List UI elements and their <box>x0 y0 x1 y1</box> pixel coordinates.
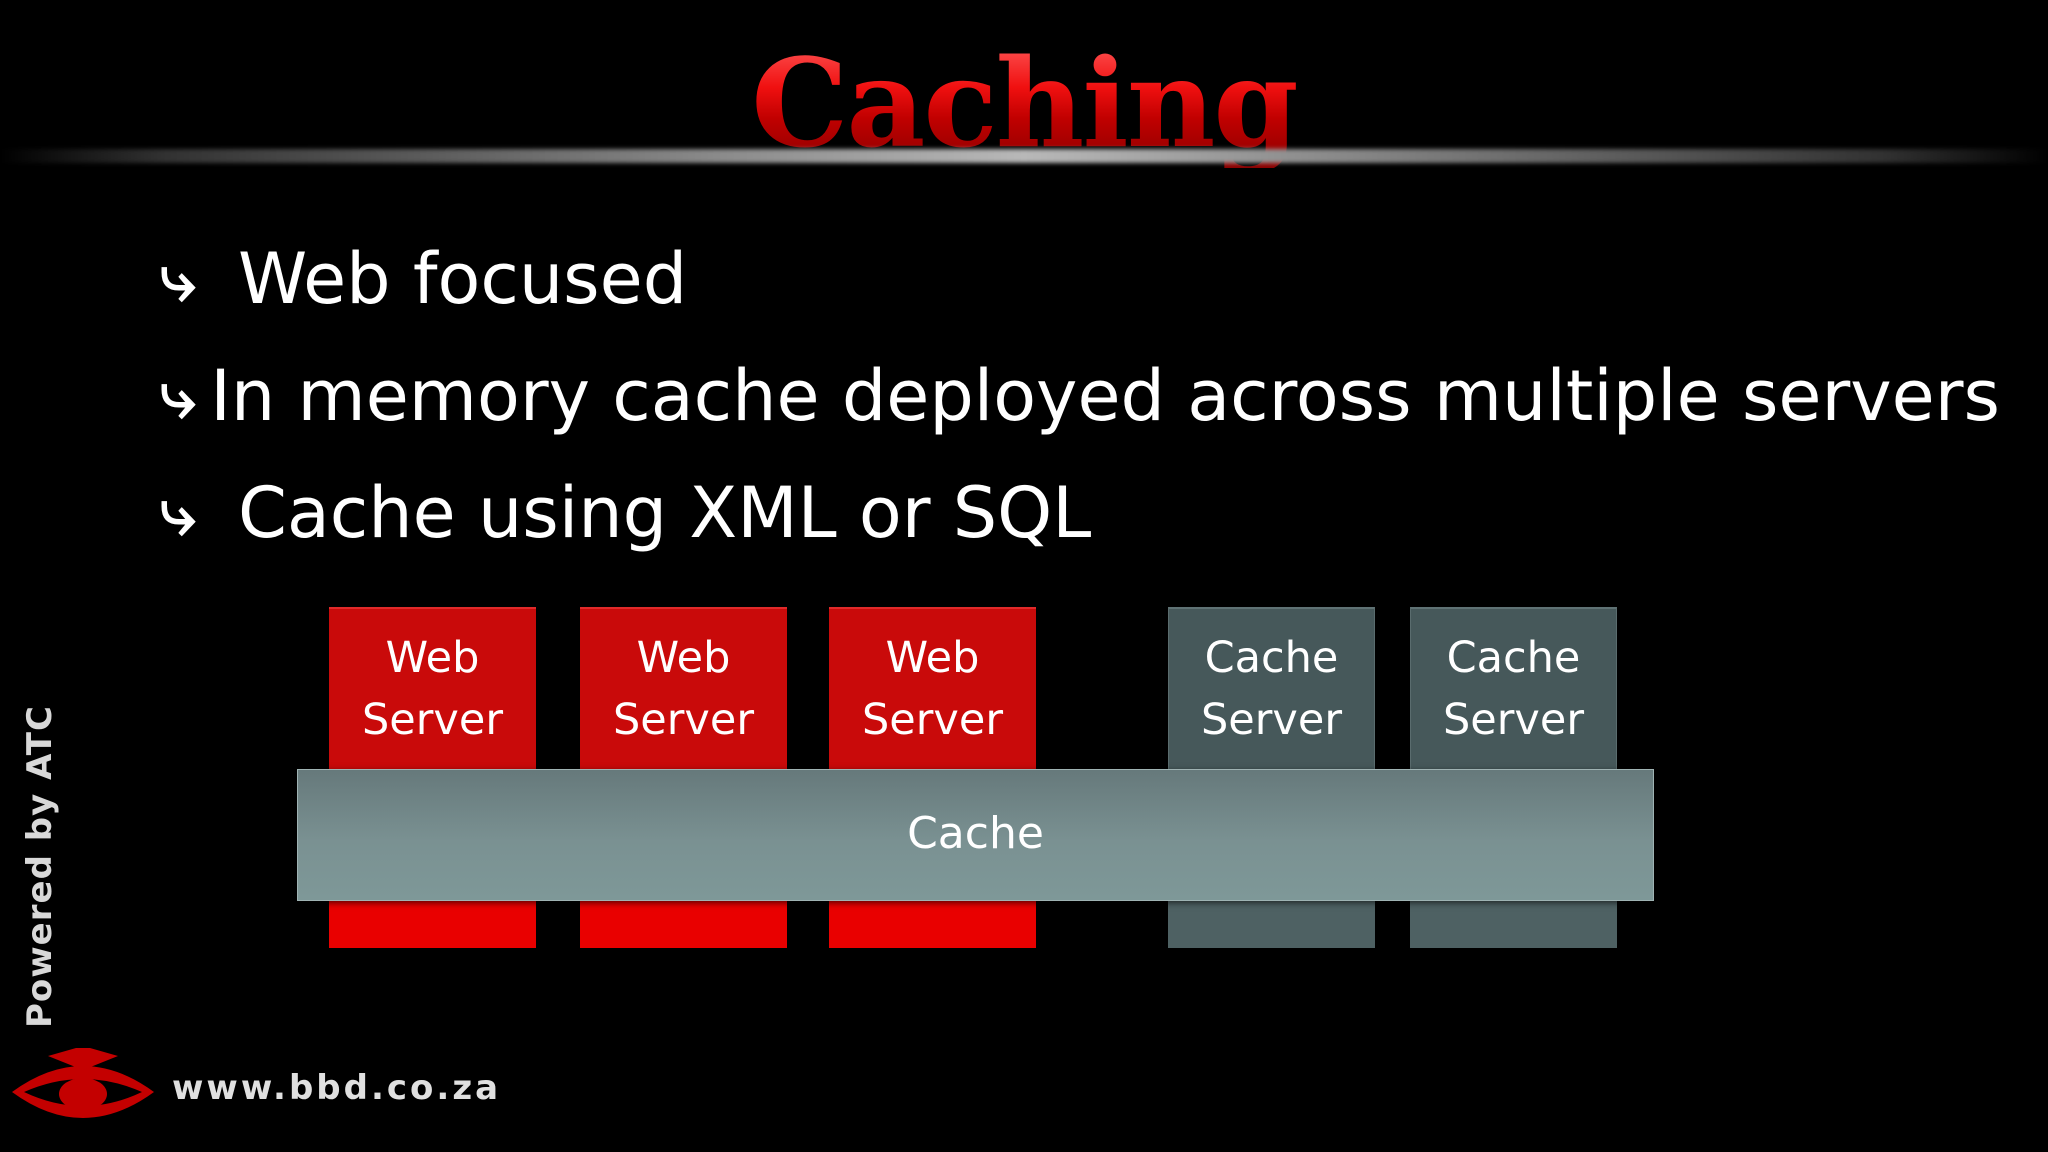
web-server-base <box>329 901 536 948</box>
cache-server-label: Cache Server <box>1200 633 1342 745</box>
curved-arrow-icon: ⤷ <box>160 241 196 316</box>
web-server-box: Web Server <box>580 607 787 769</box>
web-server-box: Web Server <box>329 607 536 769</box>
slide-title: Caching <box>0 38 2048 168</box>
cache-server-base <box>1410 901 1617 948</box>
cache-layer-label: Cache <box>907 808 1044 859</box>
bullet-item: ⤷ Cache using XML or SQL <box>160 454 2000 571</box>
curved-arrow-icon: ⤷ <box>160 475 196 550</box>
cache-server-box: Cache Server <box>1410 607 1617 769</box>
bullet-text: In memory cache deployed across multiple… <box>210 354 2000 437</box>
bbd-eye-logo-icon <box>12 1048 154 1118</box>
cache-server-label: Cache Server <box>1442 633 1584 745</box>
web-server-base <box>580 901 787 948</box>
bullet-text: Web focused <box>238 237 688 320</box>
title-divider <box>0 149 2048 163</box>
web-server-label: Web Server <box>361 633 503 745</box>
bullet-text: Cache using XML or SQL <box>238 471 1092 554</box>
cache-server-base <box>1168 901 1375 948</box>
bullet-item: ⤷ In memory cache deployed across multip… <box>160 337 2000 454</box>
bullet-item: ⤷ Web focused <box>160 220 2000 337</box>
curved-arrow-icon: ⤷ <box>160 358 196 433</box>
web-server-label: Web Server <box>861 633 1003 745</box>
web-server-base <box>829 901 1036 948</box>
bullet-list: ⤷ Web focused ⤷ In memory cache deployed… <box>160 220 2000 571</box>
web-server-box: Web Server <box>829 607 1036 769</box>
cache-layer: Cache <box>297 769 1654 901</box>
powered-by-text: Powered by ATC <box>20 705 60 1028</box>
website-url: www.bbd.co.za <box>172 1068 502 1108</box>
cache-server-box: Cache Server <box>1168 607 1375 769</box>
web-server-label: Web Server <box>612 633 754 745</box>
